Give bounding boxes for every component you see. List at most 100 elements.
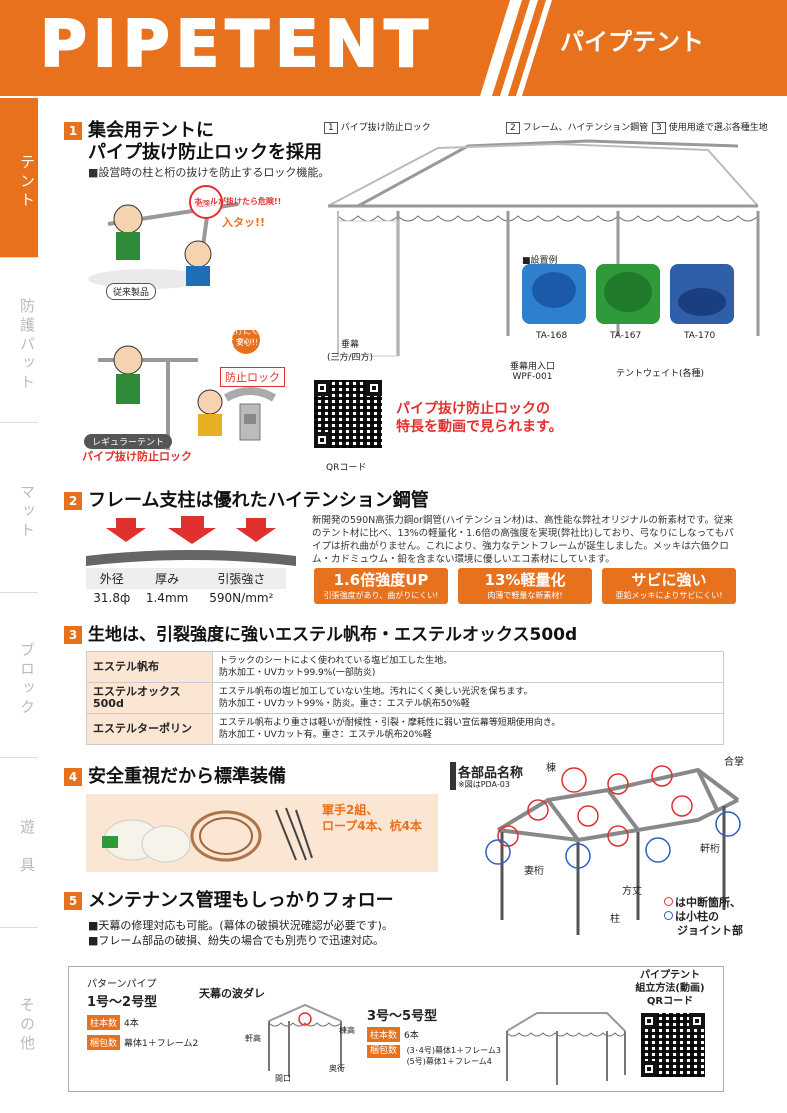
fabric-desc-line2: 防水加工・UVカット99%・防炎。重さ：エステル帆布50%軽 — [219, 699, 470, 709]
header-bar — [0, 0, 787, 96]
label-entrance-text: 垂幕用入口 — [510, 362, 556, 372]
parts-title: 各部品名称 — [458, 766, 524, 781]
fabric-name: エステルオックス500d — [86, 682, 213, 714]
sidebar-item-protection-pad[interactable]: 防護パット — [0, 258, 38, 423]
install-example-label: ■設置例 — [522, 256, 558, 266]
type-a-title: 1号〜2号型 — [87, 995, 158, 1010]
part-label-pillar: 柱 — [610, 914, 620, 925]
badge-strength-sub: 引張強度があり、曲がりにくい! — [323, 591, 439, 600]
lock-part-icon — [223, 387, 277, 441]
page-title: PIPETENT — [39, 7, 434, 83]
badge-lightweight-title: 13%軽量化 — [484, 571, 566, 589]
table-row: エステルオックス500d エステル帆布の塩ビ加工していない生地。汚れにくく美しい… — [86, 682, 724, 714]
equipment-text-line1: 軍手2組、 — [322, 803, 379, 817]
assembly-qr-title-line3: QRコード — [646, 996, 694, 1007]
spec-header-diameter: 外径 — [86, 568, 138, 589]
small-tent-diagram — [268, 1003, 342, 1077]
qr-code-assembly-video[interactable] — [641, 1013, 705, 1077]
sidebar-item-mat[interactable]: マット — [0, 423, 38, 593]
equipment-text-line2: ロープ4本、杭4本 — [322, 819, 422, 833]
header: PIPETENT パイプテント — [0, 0, 787, 98]
pattern-title: パターンパイプ — [87, 979, 157, 990]
section4-number: 4 — [64, 768, 82, 786]
parts-marker — [450, 762, 456, 790]
label-old-product: 従来製品 — [106, 283, 157, 300]
badge-rust-sub: 亜鉛メッキによりサビにくい! — [615, 591, 723, 600]
type-a-tag-packages: 梱包数 — [87, 1035, 121, 1050]
dim-eave-height: 軒高 — [245, 1034, 261, 1043]
sidebar-item-other[interactable]: その他 — [18, 997, 36, 1054]
part-label-gassho: 合掌 — [724, 757, 744, 768]
parts-legend: は中断箇所、 は小柱の ジョイント部 — [664, 896, 743, 938]
section1-number: 1 — [64, 122, 82, 140]
badge-strength-title: 1.6倍強度UP — [333, 571, 429, 589]
fabric-desc-line1: エステル帆布の塩ビ加工していない生地。汚れにくく美しい光沢を保ちます。 — [219, 687, 533, 697]
label-curtain-sub: (三方/四方) — [327, 353, 374, 363]
part-label-eave-beam: 軒桁 — [700, 844, 720, 855]
section5-line1: ■天幕の修理対応も可能。(幕体の破損状況確認が必要です)。 — [88, 919, 393, 932]
blue-circle-icon — [664, 911, 673, 920]
callout-danger: ホールが抜けたら危険!! — [194, 197, 282, 206]
pipe-illustration — [86, 516, 296, 566]
type-b-tag-pillars: 柱本数 — [367, 1027, 401, 1042]
illustration-regular-tent: 安心!! — [98, 330, 260, 450]
part-label-ridge: 棟 — [546, 763, 556, 774]
qr-code-lock-video[interactable] — [314, 380, 382, 448]
callout-safe: 抜けにくく安心!! — [227, 327, 259, 347]
type-b-tag-packages: 梱包数 — [367, 1045, 401, 1058]
sidebar-item-block[interactable]: ブロック — [0, 593, 38, 758]
fabric-desc: エステル帆布より重さは軽いが耐候性・引裂・摩耗性に弱い宣伝幕等短期使用向き。防水… — [212, 713, 724, 745]
label-lock: 防止ロック — [220, 367, 285, 387]
label-curtain: 垂幕 (三方/四方) — [327, 337, 373, 363]
fabric-name: エステルターポリン — [86, 713, 213, 745]
fabric-desc-line2: 防水加工・UVカット99.9%(一部防炎) — [219, 668, 376, 678]
qr-label: QRコード — [326, 463, 367, 473]
spec-value-tensile: 590N/mm² — [209, 591, 274, 605]
fabric-desc-line1: トラックのシートによく使われている塩ビ加工した生地。 — [219, 656, 453, 666]
type-a-val-pillars: 4本 — [124, 1019, 139, 1029]
page-subtitle: パイプテント — [560, 28, 704, 56]
section4-title-text: 安全重視だから標準装備 — [88, 766, 286, 787]
type-b-val-packages-b: (5号)幕体1＋フレーム4 — [406, 1057, 492, 1066]
label-regular-tent: レギュラーテント — [84, 434, 173, 449]
section3-title-text: 生地は、引裂強度に強いエステル帆布・エステルオックス500d — [88, 625, 578, 645]
video-text-line1: パイプ抜け防止ロックの — [396, 401, 550, 417]
part-label-houjou: 方丈 — [622, 886, 642, 897]
legend-line1: は中断箇所、 — [675, 896, 741, 909]
section5-line2: ■フレーム部品の破損、紛失の場合でも別売りで迅速対応。 — [88, 934, 385, 947]
section3-number: 3 — [64, 626, 82, 644]
assembly-qr-title-line1: パイプテント — [640, 970, 700, 981]
video-text-line2: 特長を動画で見られます。 — [396, 419, 563, 435]
type-a-val-packages: 幕体1＋フレーム2 — [124, 1039, 199, 1049]
type-a-tag-pillars: 柱本数 — [87, 1015, 121, 1030]
section2-number: 2 — [64, 492, 82, 510]
svg-text:危険!!: 危険!! — [196, 199, 216, 208]
section4-title: 4 安全重視だから標準装備 — [64, 766, 286, 788]
tent-weights-photos — [522, 264, 734, 324]
large-tent-diagram — [506, 1012, 626, 1085]
equipment-panel: 軍手2組、 ロープ4本、杭4本 — [86, 794, 438, 872]
callout-ahh: 入タッ!! — [222, 216, 266, 229]
weight-ta170: TA-170 — [684, 331, 716, 341]
video-text: パイプ抜け防止ロックの 特長を動画で見られます。 — [396, 400, 563, 436]
badge-rust: サビに強い 亜鉛メッキによりサビにくい! — [602, 568, 736, 604]
fabric-desc: トラックのシートによく使われている塩ビ加工した生地。防水加工・UVカット99.9… — [212, 651, 724, 683]
sidebar-item-tent[interactable]: テント — [0, 98, 38, 258]
fabric-desc-line1: エステル帆布より重さは軽いが耐候性・引裂・摩耗性に弱い宣伝幕等短期使用向き。 — [219, 718, 561, 728]
part-label-gable-beam: 妻桁 — [524, 866, 544, 877]
type-b-packages: 梱包数 (3･4号)幕体1＋フレーム3(5号)幕体1＋フレーム4 — [367, 1045, 501, 1067]
sidebar-item-playground[interactable]: 遊 具 — [0, 758, 38, 928]
weight-ta168: TA-168 — [536, 331, 568, 341]
label-entrance: 垂幕用入口 WPF-001 — [510, 359, 555, 382]
assembly-qr-title-line2: 組立方法(動画) — [635, 983, 705, 994]
dim-depth: 奥行 — [329, 1064, 345, 1073]
assembly-qr-title: パイプテント 組立方法(動画) QRコード — [617, 969, 723, 1008]
spec-value-thickness: 1.4mm — [145, 591, 189, 605]
label-entrance-code: WPF-001 — [512, 372, 553, 382]
label-regular-tent-sub: パイプ抜け防止ロック — [82, 450, 192, 463]
tent-diagram — [327, 139, 760, 357]
